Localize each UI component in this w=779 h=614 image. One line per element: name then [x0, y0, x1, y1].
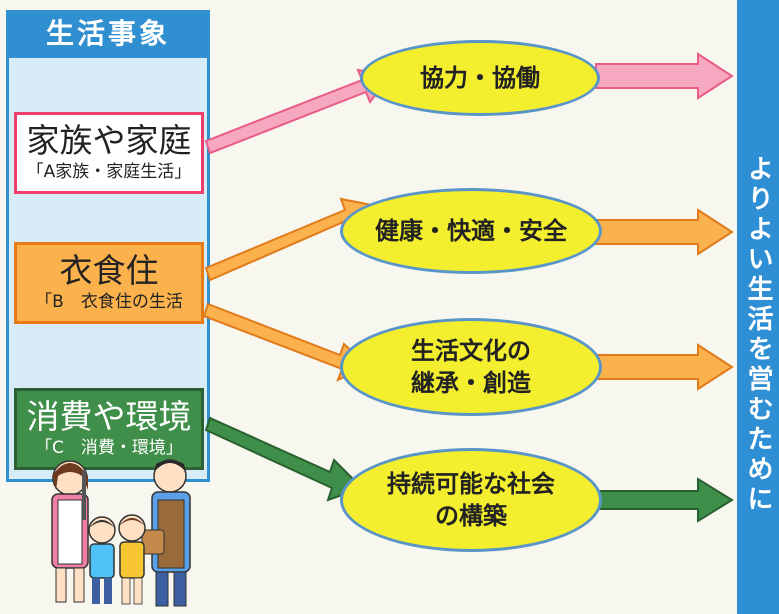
- arrow-consume-to-sustainable: [204, 416, 364, 502]
- category-consume-label: 消費や環境: [26, 397, 192, 436]
- goal-culture-text: 生活文化の継承・創造: [411, 337, 531, 397]
- category-family-label: 家族や家庭: [26, 121, 192, 160]
- arrow-health-to-goal: [595, 208, 734, 256]
- category-food-clothing-housing: 衣食住 「B 衣食住の生活: [14, 242, 204, 324]
- category-consume-sub: 「C 消費・環境」: [35, 438, 183, 458]
- family-illustration: [51, 459, 191, 607]
- category-consumption-environment: 消費や環境 「C 消費・環境」: [14, 388, 204, 470]
- category-food-label: 衣食住: [59, 251, 159, 290]
- goal-sustainable-society: 持続可能な社会の構築: [340, 448, 602, 552]
- category-food-sub: 「B 衣食住の生活: [35, 292, 183, 312]
- goal-health-comfort-safety: 健康・快適・安全: [340, 188, 602, 274]
- arrow-cooperation-to-goal: [595, 52, 734, 100]
- outcome-banner: よりよい生活を営むために: [737, 0, 779, 614]
- goal-cooperation: 協力・協働: [360, 40, 600, 116]
- goal-culture-inheritance: 生活文化の継承・創造: [340, 318, 602, 416]
- arrow-sustainable-to-goal: [595, 477, 734, 523]
- panel-title: 生活事象: [6, 10, 210, 58]
- arrow-culture-to-goal: [595, 343, 734, 391]
- category-family-sub: 「A家族・家庭生活」: [26, 162, 192, 182]
- goal-sustainable-text: 持続可能な社会の構築: [387, 470, 555, 530]
- category-family: 家族や家庭 「A家族・家庭生活」: [14, 112, 204, 194]
